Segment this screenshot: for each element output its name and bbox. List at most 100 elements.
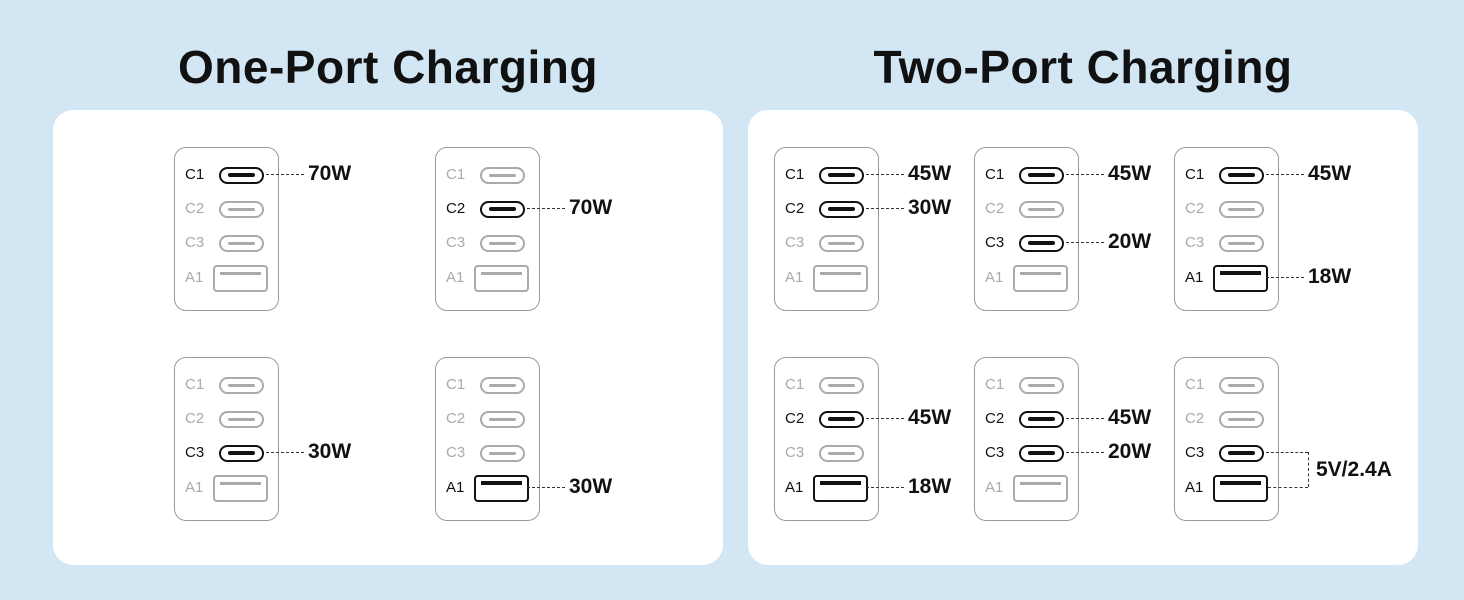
- usb-c-port-icon: [480, 200, 525, 218]
- port-label: C1: [446, 376, 466, 393]
- usb-c-port-icon: [819, 234, 864, 252]
- port-label: C3: [785, 234, 805, 251]
- output-wattage: 30W: [308, 440, 352, 463]
- leader-line: [527, 208, 565, 209]
- port-label: C1: [185, 376, 205, 393]
- usb-c-port-icon: [219, 376, 264, 394]
- port-label: C3: [185, 444, 205, 461]
- usb-c-port-icon: [1019, 234, 1064, 252]
- port-label: C1: [785, 166, 805, 183]
- port-label: A1: [185, 269, 204, 286]
- leader-line: [1266, 174, 1304, 175]
- leader-line: [1066, 452, 1104, 453]
- leader-line: [1066, 174, 1104, 175]
- usb-a-port-icon: [1013, 474, 1068, 502]
- usb-c-port-icon: [819, 200, 864, 218]
- usb-c-port-icon: [480, 410, 525, 428]
- output-wattage: 45W: [908, 162, 952, 185]
- usb-c-port-icon: [1219, 200, 1264, 218]
- usb-a-port-icon: [1213, 474, 1268, 502]
- port-label: C3: [185, 234, 205, 251]
- port-label: C1: [185, 166, 205, 183]
- leader-line: [527, 487, 565, 488]
- usb-c-port-icon: [819, 410, 864, 428]
- port-label: C3: [985, 234, 1005, 251]
- usb-c-port-icon: [1019, 410, 1064, 428]
- port-label: A1: [446, 479, 465, 496]
- port-label: A1: [1185, 269, 1204, 286]
- bracket-line: [1308, 452, 1309, 487]
- port-label: A1: [785, 269, 804, 286]
- output-wattage: 18W: [908, 475, 952, 498]
- port-label: C2: [446, 410, 466, 427]
- usb-c-port-icon: [1219, 234, 1264, 252]
- usb-a-port-icon: [1213, 264, 1268, 292]
- usb-c-port-icon: [1019, 444, 1064, 462]
- usb-a-port-icon: [213, 264, 268, 292]
- usb-c-port-icon: [480, 444, 525, 462]
- port-label: A1: [1185, 479, 1204, 496]
- port-label: C3: [446, 444, 466, 461]
- usb-c-port-icon: [819, 166, 864, 184]
- usb-c-port-icon: [480, 376, 525, 394]
- usb-a-port-icon: [474, 264, 529, 292]
- usb-c-port-icon: [1019, 166, 1064, 184]
- usb-c-port-icon: [1219, 410, 1264, 428]
- port-label: C3: [1185, 444, 1205, 461]
- port-label: C1: [985, 376, 1005, 393]
- port-label: C2: [785, 200, 805, 217]
- usb-c-port-icon: [219, 410, 264, 428]
- leader-line: [266, 174, 304, 175]
- port-label: C3: [1185, 234, 1205, 251]
- output-wattage: 70W: [569, 196, 613, 219]
- leader-line: [1266, 277, 1304, 278]
- usb-c-port-icon: [219, 166, 264, 184]
- output-wattage: 30W: [908, 196, 952, 219]
- leader-line: [1066, 418, 1104, 419]
- leader-line: [266, 452, 304, 453]
- usb-c-port-icon: [219, 200, 264, 218]
- usb-c-port-icon: [1019, 376, 1064, 394]
- usb-c-port-icon: [219, 234, 264, 252]
- port-label: C3: [785, 444, 805, 461]
- usb-a-port-icon: [474, 474, 529, 502]
- usb-a-port-icon: [1013, 264, 1068, 292]
- output-wattage: 18W: [1308, 265, 1352, 288]
- port-label: A1: [446, 269, 465, 286]
- usb-c-port-icon: [819, 444, 864, 462]
- leader-line: [866, 208, 904, 209]
- port-label: C2: [446, 200, 466, 217]
- leader-line: [866, 418, 904, 419]
- usb-a-port-icon: [213, 474, 268, 502]
- one-port-panel: [53, 110, 723, 565]
- usb-c-port-icon: [819, 376, 864, 394]
- output-wattage: 45W: [1308, 162, 1352, 185]
- leader-line: [866, 487, 904, 488]
- port-label: C1: [1185, 376, 1205, 393]
- port-label: C2: [785, 410, 805, 427]
- output-wattage: 45W: [908, 406, 952, 429]
- output-wattage: 45W: [1108, 162, 1152, 185]
- usb-c-port-icon: [219, 444, 264, 462]
- leader-line: [866, 174, 904, 175]
- port-label: C2: [1185, 200, 1205, 217]
- usb-c-port-icon: [1219, 444, 1264, 462]
- port-label: C1: [985, 166, 1005, 183]
- output-wattage: 70W: [308, 162, 352, 185]
- port-label: C3: [985, 444, 1005, 461]
- port-label: C3: [446, 234, 466, 251]
- port-label: C2: [185, 200, 205, 217]
- one-port-title: One-Port Charging: [178, 41, 598, 93]
- output-wattage: 20W: [1108, 230, 1152, 253]
- usb-a-port-icon: [813, 474, 868, 502]
- two-port-title: Two-Port Charging: [873, 41, 1293, 93]
